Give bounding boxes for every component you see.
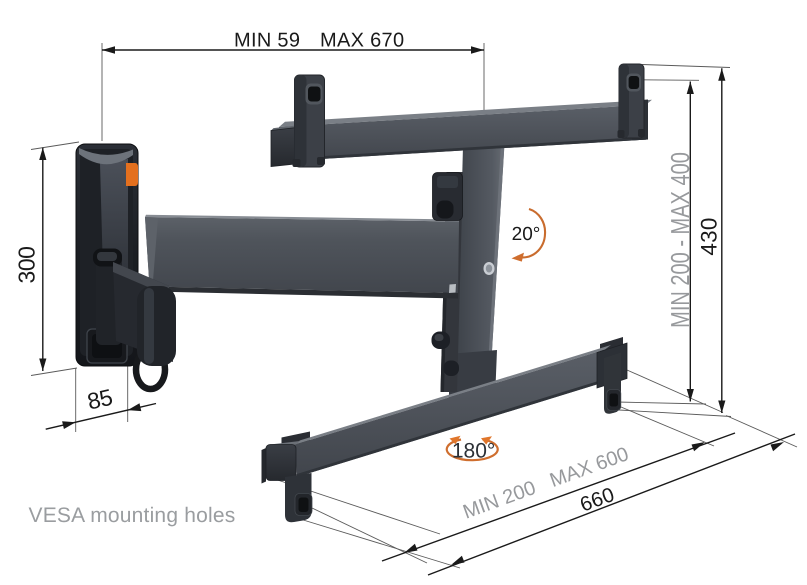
svg-text:VESA mounting holes: VESA mounting holes: [29, 504, 236, 527]
svg-text:85: 85: [85, 384, 115, 415]
svg-text:MIN 59: MIN 59: [234, 30, 300, 52]
svg-text:430: 430: [697, 217, 722, 255]
svg-text:180°: 180°: [452, 440, 495, 463]
svg-text:20°: 20°: [512, 224, 541, 245]
svg-text:300: 300: [14, 247, 40, 284]
svg-text:MIN 200 - MAX 400: MIN 200 - MAX 400: [667, 152, 696, 328]
svg-text:MAX 670: MAX 670: [320, 30, 404, 52]
